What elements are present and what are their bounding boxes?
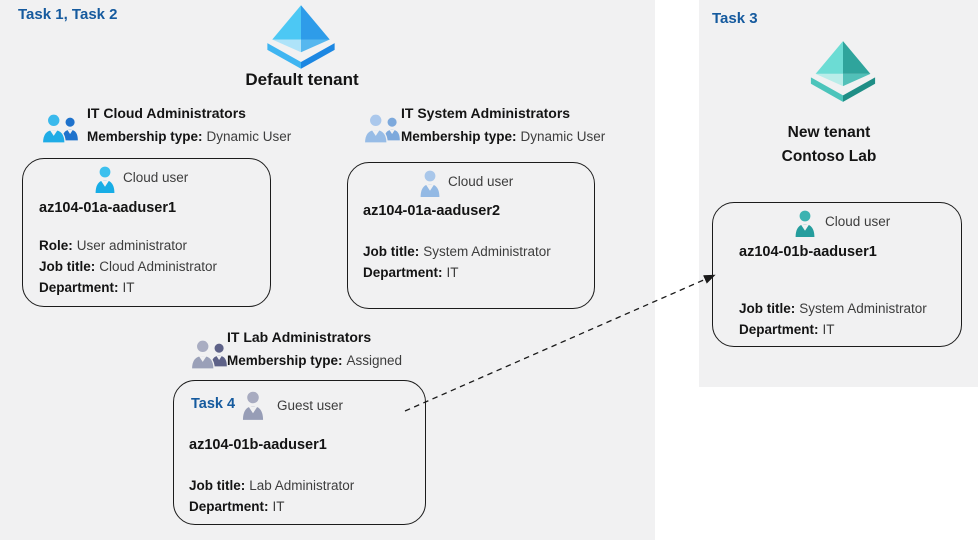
- guest-user-card: Task 4 Guest user az104-01b-aaduser1 Job…: [173, 380, 426, 525]
- azure-ad-teal-icon: [810, 41, 876, 102]
- guest-user-icon: [242, 391, 264, 420]
- user-name: az104-01a-aaduser2: [363, 203, 501, 219]
- new-tenant-title-line2: Contoso Lab: [781, 148, 877, 165]
- user-card-aaduser2: Cloud user az104-01a-aaduser2 Job title:…: [347, 162, 595, 309]
- user-icon: [420, 170, 440, 197]
- detail-row: Department:IT: [189, 499, 285, 514]
- group-name: IT Cloud Administrators: [87, 105, 246, 121]
- task-4-label: Task 4: [191, 396, 236, 412]
- user-icon: [795, 210, 815, 237]
- default-tenant-panel: [0, 0, 655, 540]
- user-details: Job title:Lab Administrator Department:I…: [189, 475, 354, 517]
- new-tenant-title-line1: New tenant: [787, 124, 871, 141]
- membership-label: Membership type:: [87, 129, 203, 144]
- user-icon: [95, 166, 115, 193]
- membership-label: Membership type:: [227, 353, 343, 368]
- user-details: Job title:System Administrator Departmen…: [363, 241, 551, 283]
- user-details: Job title:System Administrator Departmen…: [739, 298, 927, 340]
- new-tenant-user-card: Cloud user az104-01b-aaduser1 Job title:…: [712, 202, 962, 347]
- group-icon: [190, 339, 227, 370]
- membership-label: Membership type:: [401, 129, 517, 144]
- user-type-label: Guest user: [277, 398, 344, 413]
- user-name: az104-01b-aaduser1: [189, 437, 327, 453]
- group-membership: Membership type:Assigned: [227, 353, 402, 368]
- group-icon: [41, 113, 78, 144]
- detail-row: Job title:Lab Administrator: [189, 478, 355, 493]
- detail-row: Role:User administrator: [39, 238, 188, 253]
- detail-row: Job title:System Administrator: [739, 301, 927, 316]
- group-name: IT Lab Administrators: [227, 329, 372, 345]
- detail-row: Department:IT: [739, 322, 835, 337]
- detail-row: Department:IT: [363, 265, 459, 280]
- detail-row: Department:IT: [39, 280, 135, 295]
- task-1-2-label: Task 1, Task 2: [18, 6, 118, 23]
- group-membership: Membership type:Dynamic User: [87, 129, 291, 144]
- azure-ad-icon: [267, 5, 335, 69]
- detail-row: Job title:Cloud Administrator: [39, 259, 218, 274]
- user-card-aaduser1: Cloud user az104-01a-aaduser1 Role:User …: [22, 158, 271, 307]
- user-details: Role:User administrator Job title:Cloud …: [39, 235, 217, 298]
- user-type-label: Cloud user: [825, 214, 891, 229]
- detail-row: Job title:System Administrator: [363, 244, 551, 259]
- membership-value: Dynamic User: [520, 129, 606, 144]
- user-type-label: Cloud user: [448, 174, 514, 189]
- task-3-label: Task 3: [712, 10, 758, 27]
- user-name: az104-01b-aaduser1: [739, 244, 877, 260]
- default-tenant-title: Default tenant: [245, 70, 359, 89]
- user-name: az104-01a-aaduser1: [39, 200, 177, 216]
- group-icon: [363, 113, 400, 144]
- membership-value: Dynamic User: [206, 129, 292, 144]
- group-name: IT System Administrators: [401, 105, 571, 121]
- membership-value: Assigned: [346, 353, 403, 368]
- group-membership: Membership type:Dynamic User: [401, 129, 605, 144]
- user-type-label: Cloud user: [123, 170, 189, 185]
